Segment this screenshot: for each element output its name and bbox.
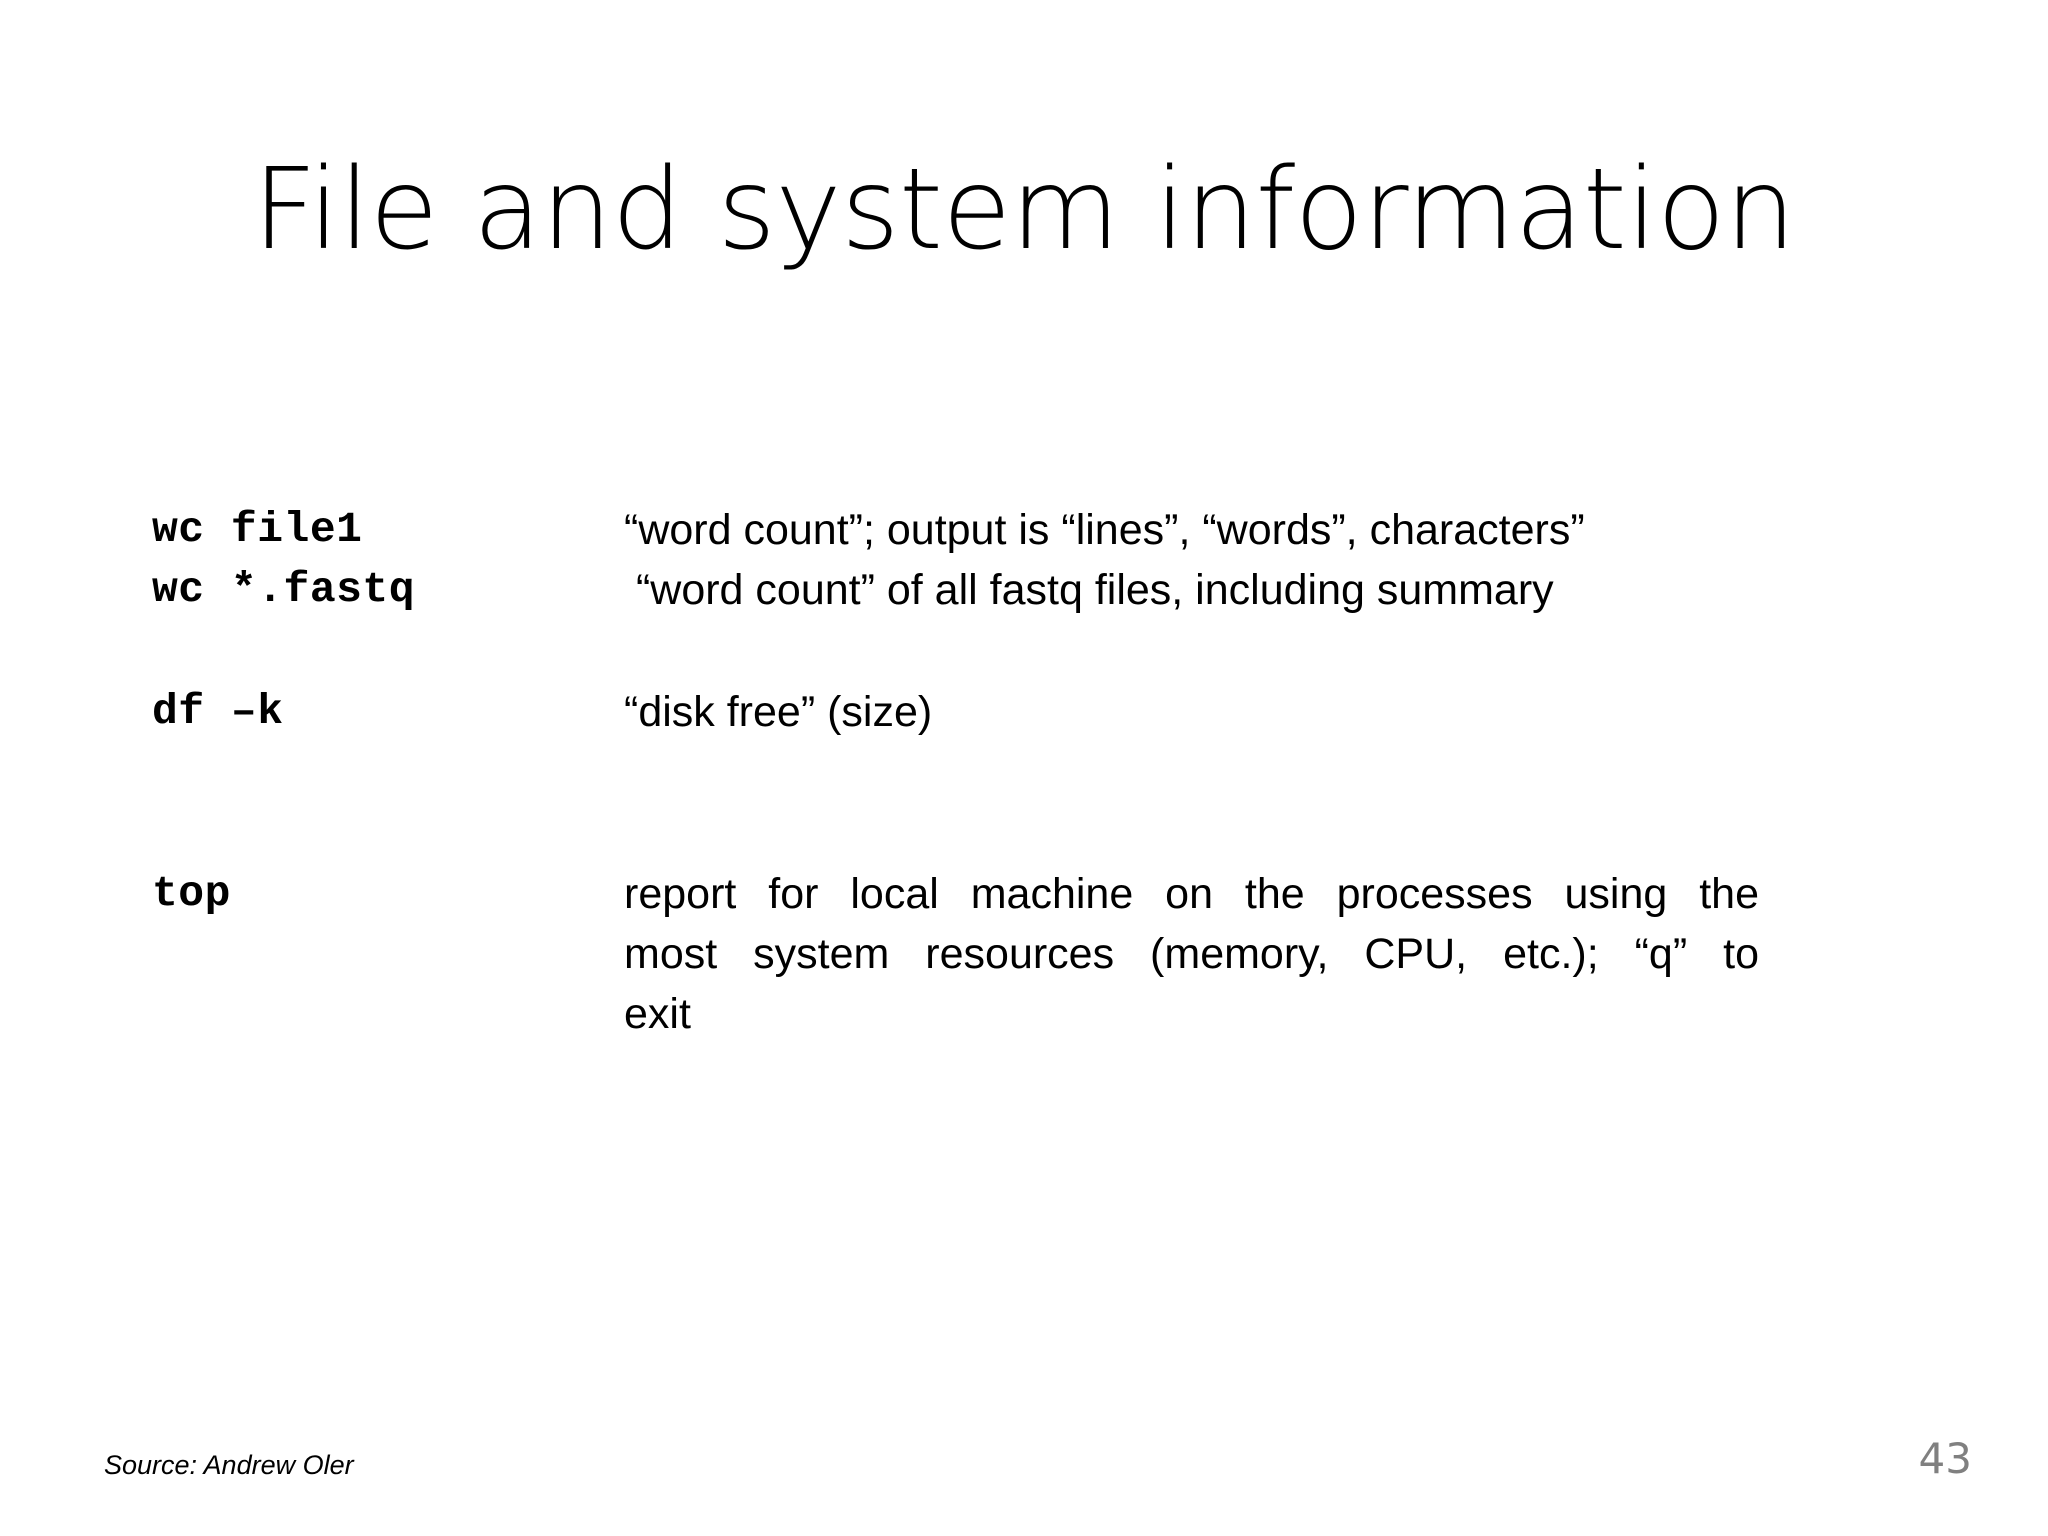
spacer — [152, 742, 1772, 864]
command-description-line: most system resources (memory, CPU, etc.… — [624, 930, 1759, 978]
page-number: 43 — [1918, 1434, 1972, 1483]
list-item: top report for local machine on the proc… — [152, 864, 1772, 1044]
list-item: wc file1 “word count”; output is “lines”… — [152, 500, 1772, 560]
command-description-line: “disk free” (size) — [624, 688, 933, 736]
command-description: “word count”; output is “lines”, “words”… — [624, 500, 1772, 560]
command-description: “disk free” (size) — [624, 682, 1772, 742]
command-description-line: exit — [624, 990, 691, 1038]
list-item: df –k “disk free” (size) — [152, 682, 1772, 742]
command-name: wc file1 — [152, 505, 363, 554]
command-name: wc *.fastq — [152, 565, 416, 614]
command-name: df –k — [152, 687, 284, 736]
command-description-line: “word count”; output is “lines”, “words”… — [624, 506, 1585, 554]
page-title: File and system information — [252, 145, 1796, 275]
list-item: wc *.fastq “word count” of all fastq fil… — [152, 560, 1772, 620]
command-description: report for local machine on the processe… — [624, 864, 1759, 1044]
command-description-line: “word count” of all fastq files, includi… — [624, 566, 1554, 614]
spacer — [152, 620, 1772, 682]
command-description-line: report for local machine on the processe… — [624, 870, 1759, 918]
command-description: “word count” of all fastq files, includi… — [624, 560, 1772, 620]
command-name: top — [152, 869, 231, 918]
source-attribution: Source: Andrew Oler — [104, 1450, 354, 1480]
command-reference-list: wc file1 “word count”; output is “lines”… — [152, 500, 1772, 1044]
